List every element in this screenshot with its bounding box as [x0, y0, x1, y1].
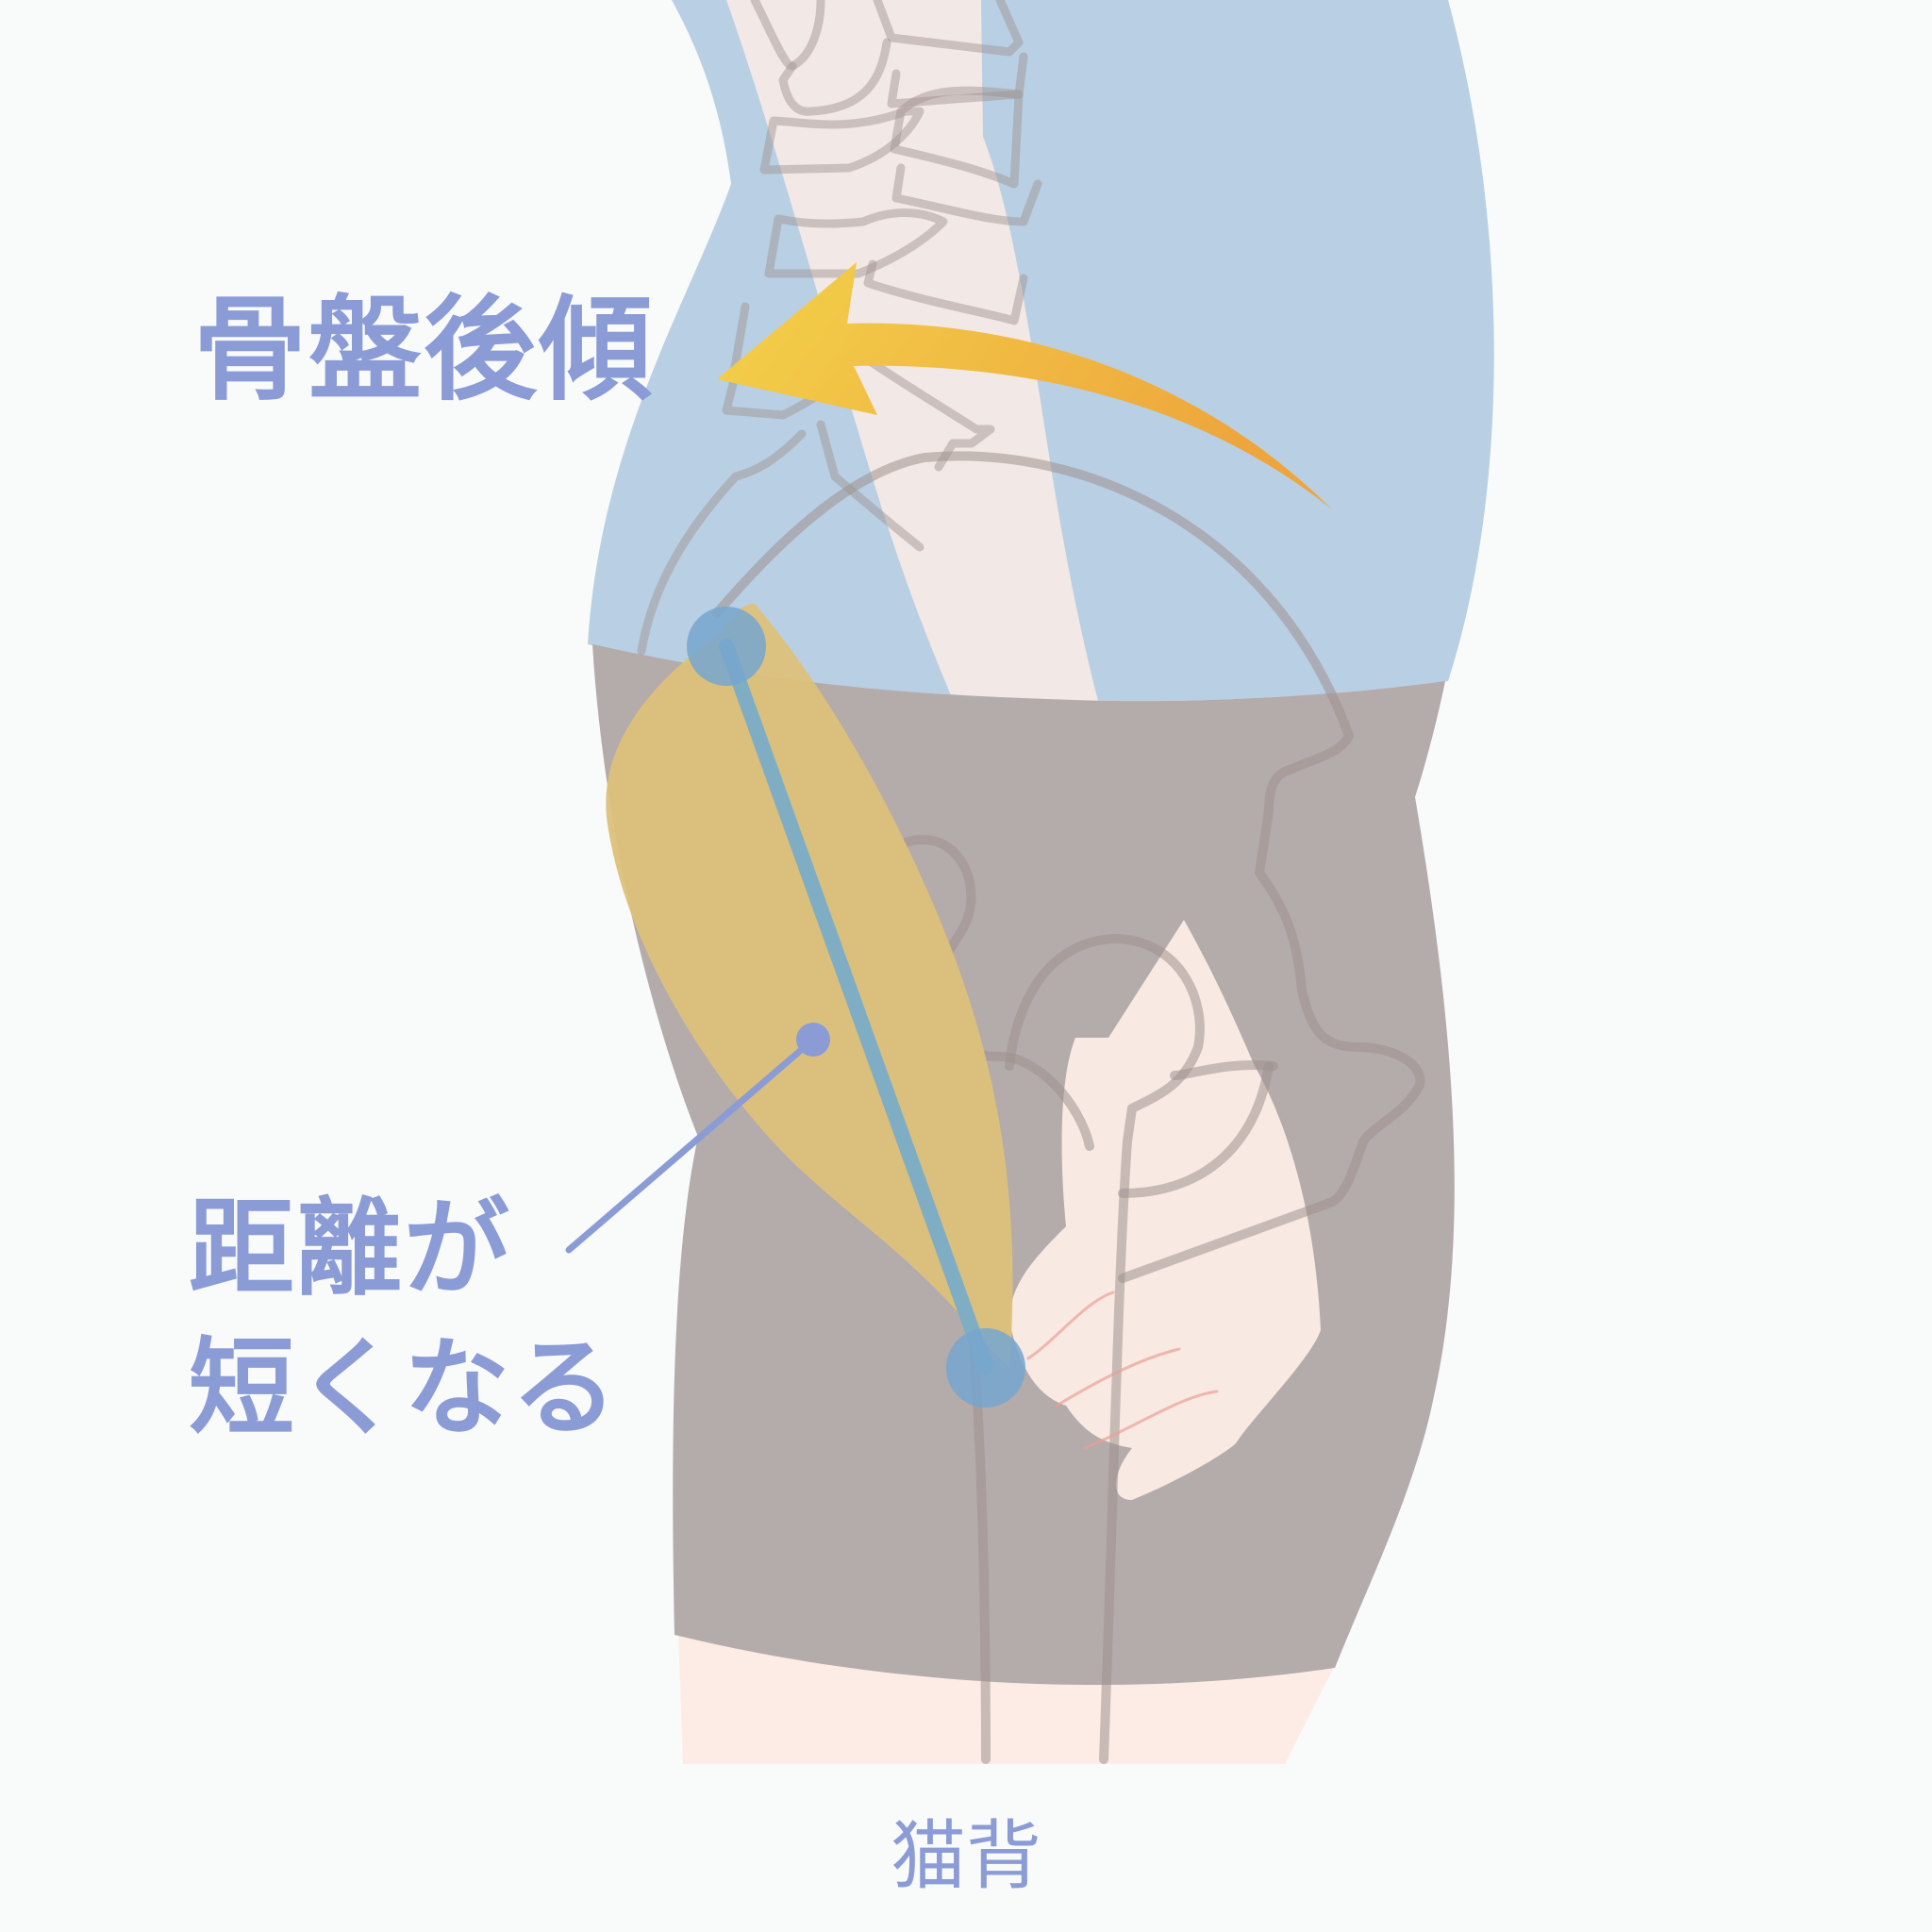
finger-lines [1026, 1291, 1219, 1450]
pointer-line [565, 1036, 817, 1254]
annotation-line-2: 短くなる [189, 1327, 619, 1450]
pointer-dot [796, 1023, 830, 1057]
curved-arrow-icon [717, 262, 1332, 509]
muscle-length-line [719, 639, 993, 1375]
annotation-line-1: 距離が [189, 1188, 511, 1310]
pelvis-tilt-title: 骨盤後傾 [193, 285, 654, 416]
muscle-origin-point [687, 607, 766, 686]
distance-shortens-label: 距離が 短くなる [189, 1179, 619, 1458]
posture-caption: 猫背 [891, 1812, 1041, 1900]
muscle-insertion-point [946, 1328, 1025, 1407]
